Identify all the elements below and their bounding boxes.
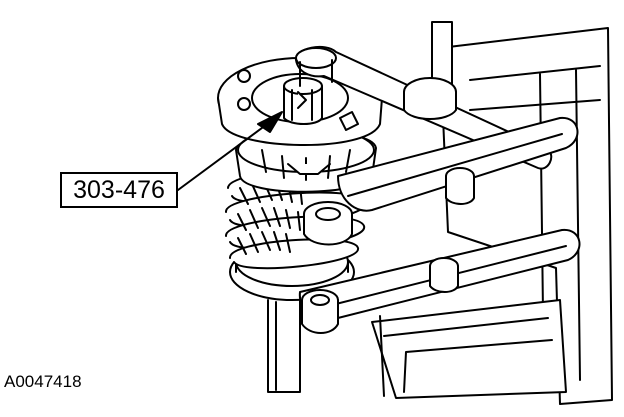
figure-id: A0047418 bbox=[4, 372, 82, 391]
tool-number-label: 303-476 bbox=[73, 175, 165, 204]
vertical-rods bbox=[267, 21, 453, 393]
callout-leader bbox=[177, 111, 283, 191]
lower-compressor-arm bbox=[298, 228, 581, 334]
tool-number-callout: 303-476 bbox=[60, 172, 178, 208]
upper-compressor-arm bbox=[303, 77, 579, 246]
special-tool-socket bbox=[283, 77, 323, 125]
